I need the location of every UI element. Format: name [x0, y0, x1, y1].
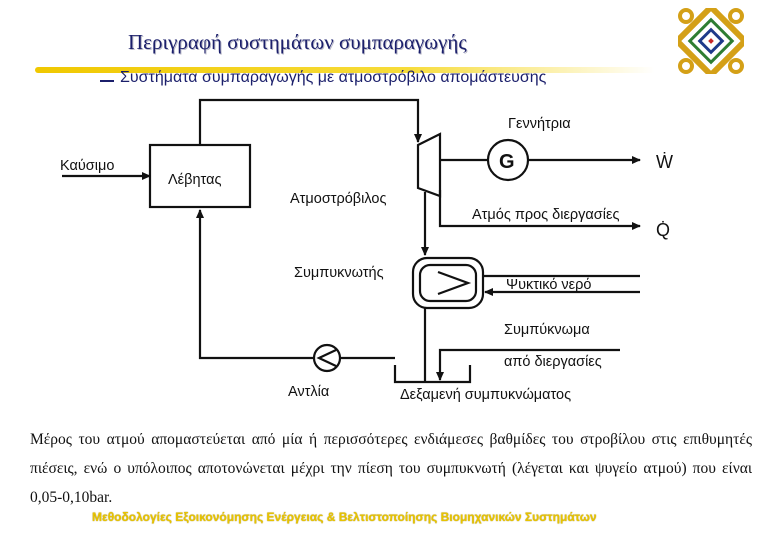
page-subtitle: Συστήματα συμπαραγωγής με ατμοστρόβιλο α… [120, 69, 547, 86]
cogeneration-diagram: Καύσιμο Λέβητας Γεννήτρια G Ẇ Ατμοστρόβι… [60, 98, 673, 403]
subtitle-dash [100, 80, 114, 82]
boiler-label: Λέβητας [168, 172, 221, 188]
heat-label: Q̇ [656, 220, 670, 240]
steam-supply-line [198, 98, 422, 145]
extraction-line [438, 190, 641, 230]
tank-label: Δεξαμενή συμπυκνώματος [400, 387, 571, 403]
generator-title-label: Γεννήτρια [508, 116, 571, 132]
condensate-label-2: από διεργασίες [504, 354, 602, 370]
feedwater-line [196, 209, 314, 360]
tank-shape [393, 365, 472, 384]
cooling-water-label: Ψυκτικό νερό [506, 277, 591, 293]
fuel-label: Καύσιμο [60, 158, 114, 174]
condenser-label: Συμπυκνωτής [294, 265, 384, 281]
work-label: Ẇ [656, 152, 673, 172]
process-steam-label: Ατμός προς διεργασίες [472, 207, 619, 223]
pump-label: Αντλία [288, 384, 329, 400]
condensate-return-line [436, 348, 620, 381]
title-accent-line [35, 67, 655, 73]
page-title: Περιγραφή συστημάτων συμπαραγωγής [128, 30, 467, 54]
turbine-shape [416, 132, 442, 198]
description-paragraph: Μέρος του ατμού απομαστεύεται από μία ή … [30, 431, 752, 506]
footer-text: Μεθοδολογίες Εξοικονόμησης Ενέργειας & Β… [92, 510, 597, 524]
knot-emblem-icon [678, 8, 744, 74]
condenser-box [411, 256, 485, 310]
generator-symbol: G [499, 151, 515, 173]
condensate-label-1: Συμπύκνωμα [504, 322, 590, 338]
turbine-label: Ατμοστρόβιλος [290, 191, 386, 207]
